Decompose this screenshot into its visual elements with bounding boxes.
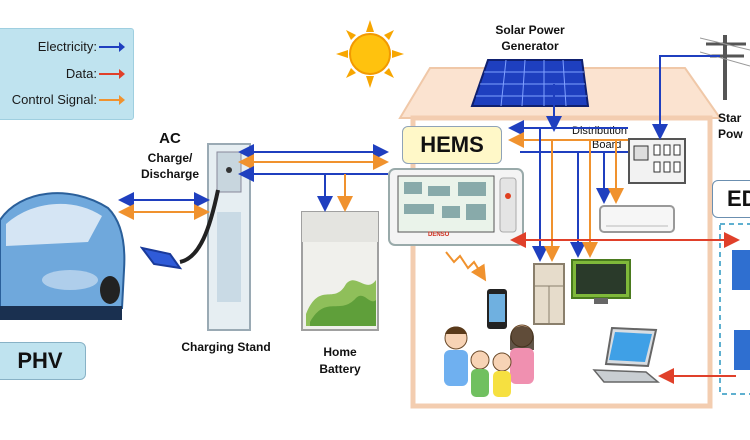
standard-label-line1: Star (718, 111, 742, 125)
control-arrow-icon (99, 95, 125, 105)
home-battery-label: Home Battery (312, 344, 368, 378)
television-icon (571, 259, 631, 304)
sun-icon (336, 20, 404, 88)
charge-label-line2: Discharge (140, 167, 200, 181)
charge-label-line1: Charge/ (147, 151, 193, 165)
legend-data-label: Data: (65, 66, 97, 81)
legend-box: Electricity: Data: Control Signal: (0, 28, 134, 120)
solar-label-line2: Generator (501, 39, 559, 53)
ed-area (719, 223, 750, 395)
smartphone-icon (487, 289, 507, 329)
standard-power-label: Star Pow (718, 110, 750, 142)
distribution-board-icon (628, 138, 686, 184)
legend-electricity: Electricity: (0, 37, 133, 57)
charging-plug-icon (140, 189, 220, 270)
family-icon (444, 324, 534, 397)
standard-label-line2: Pow (718, 127, 743, 141)
distribution-label-line2: Board (592, 139, 622, 151)
legend-data: Data: (0, 64, 133, 84)
battery-label-line1: Home (323, 345, 357, 359)
home-battery-icon (301, 211, 379, 331)
charging-stand-label: Charging Stand (181, 340, 271, 354)
solar-generator-label: Solar Power Generator (470, 22, 590, 54)
phv-label: PHV (0, 342, 86, 380)
battery-label-line2: Battery (319, 362, 361, 376)
laptop-icon (592, 326, 660, 383)
phv-car-icon (0, 192, 126, 320)
ac-label: AC (159, 130, 181, 147)
solar-label-line1: Solar Power (495, 23, 565, 37)
refrigerator-icon (533, 263, 565, 325)
hems-controller-icon (388, 168, 524, 246)
solar-panel-icon (470, 59, 590, 107)
charge-discharge-label: Charge/ Discharge (128, 150, 212, 182)
electricity-arrow-icon (99, 42, 125, 52)
hems-brand: DENSO (428, 232, 450, 238)
legend-control-signal: Control Signal: (0, 90, 133, 110)
hems-label: HEMS (402, 126, 502, 164)
legend-control-label: Control Signal: (11, 92, 97, 107)
legend-electricity-label: Electricity: (37, 39, 97, 54)
ed-label: ED (712, 180, 750, 218)
data-arrow-icon (99, 69, 125, 79)
